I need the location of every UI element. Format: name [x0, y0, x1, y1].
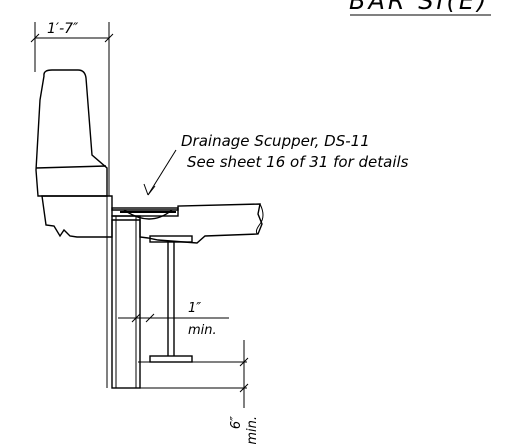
scupper-note: Drainage Scupper, DS-11 See sheet 16 of …: [181, 132, 409, 171]
deck-slab: [41, 195, 264, 244]
steel-girder: [149, 235, 193, 363]
barrier-width-dimension: 1′-7″: [30, 21, 114, 196]
bottom-value: 6″: [229, 416, 244, 429]
clearance-qualifier: min.: [188, 323, 217, 338]
downspout-pipe: [106, 196, 141, 389]
scupper-note-line2: See sheet 16 of 31 for details: [187, 153, 409, 171]
bottom-qualifier: min.: [245, 416, 260, 444]
drainage-scupper: [111, 149, 179, 220]
concrete-barrier: [35, 69, 108, 197]
barrier-width-label: 1′-7″: [47, 21, 79, 37]
clearance-value: 1″: [188, 301, 201, 316]
scupper-note-line1: Drainage Scupper, DS-11: [181, 132, 370, 150]
bottom-dimension: 6″ min.: [138, 340, 260, 444]
section-title: BAR SI(E): [349, 0, 489, 15]
section-title-group: BAR SI(E): [349, 0, 491, 16]
clearance-dimension: 1″ min.: [118, 301, 229, 338]
